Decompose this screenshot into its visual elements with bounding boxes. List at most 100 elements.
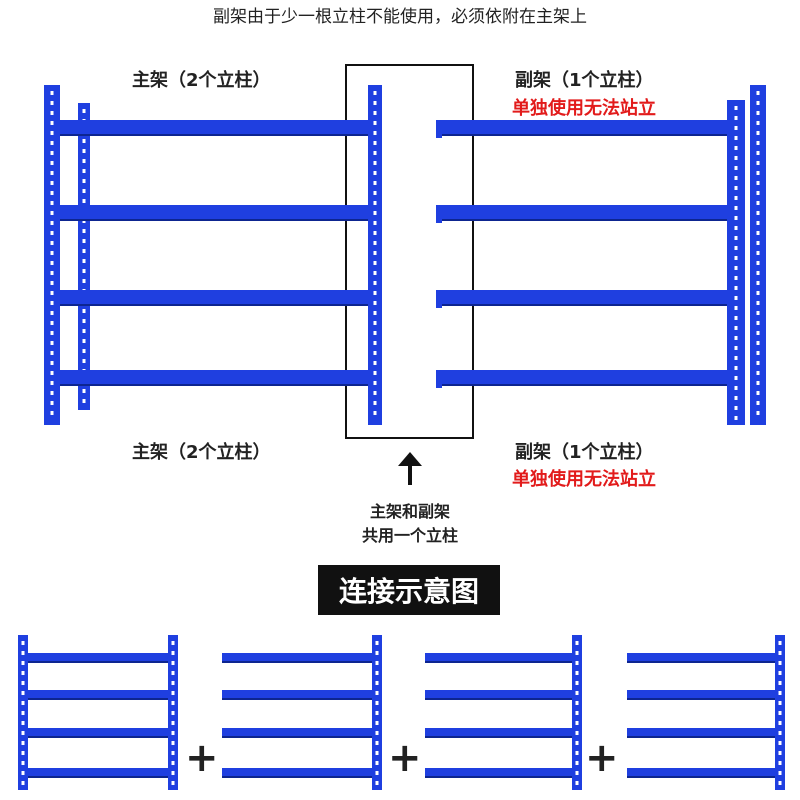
upright-hole xyxy=(734,256,738,260)
upright-hole xyxy=(778,691,782,695)
upright-hole xyxy=(82,149,86,153)
main-frame-label-top: 主架（2个立柱） xyxy=(132,70,271,91)
shelf-beam xyxy=(60,290,368,304)
upright-hole xyxy=(756,111,760,115)
upright-hole xyxy=(756,251,760,255)
shared-note-line2: 共用一个立柱 xyxy=(361,526,459,545)
upright-hole xyxy=(373,111,377,115)
upright-hole xyxy=(575,681,579,685)
shelf-beam xyxy=(60,370,368,384)
upright-hole xyxy=(21,661,25,665)
shelf-beam-shadow xyxy=(222,661,372,663)
upright-hole xyxy=(50,401,54,405)
upright-hole xyxy=(375,661,379,665)
upright-hole xyxy=(778,681,782,685)
upright-hole xyxy=(50,91,54,95)
upright-hole xyxy=(375,771,379,775)
upright-hole xyxy=(373,311,377,315)
upright-hole xyxy=(734,326,738,330)
upright-hole xyxy=(82,239,86,243)
sub-frame-warning-bottom: 单独使用无法站立 xyxy=(512,469,656,490)
upright-hole xyxy=(375,741,379,745)
shelf-beam-shadow xyxy=(425,776,572,778)
upright-hole xyxy=(373,281,377,285)
upright-hole xyxy=(50,111,54,115)
upright-hole xyxy=(82,249,86,253)
shelf-beam xyxy=(222,728,372,736)
plus-sign: + xyxy=(185,735,219,781)
upright-hole xyxy=(375,681,379,685)
upright-hole xyxy=(756,381,760,385)
shelf-beam xyxy=(627,690,775,698)
upright-hole xyxy=(734,396,738,400)
upright-hole xyxy=(50,331,54,335)
upright-hole xyxy=(734,346,738,350)
shelf-beam-shadow xyxy=(60,304,368,306)
upright-hole xyxy=(734,306,738,310)
upright-hole xyxy=(50,311,54,315)
upright-hole xyxy=(734,216,738,220)
upright-hole xyxy=(756,361,760,365)
upright-hole xyxy=(734,316,738,320)
upright-hole xyxy=(50,271,54,275)
upright-hole xyxy=(82,339,86,343)
shelf-beam-shadow xyxy=(222,698,372,700)
upright-hole xyxy=(50,321,54,325)
shelf-beam-shadow xyxy=(442,219,727,221)
upright-hole xyxy=(50,161,54,165)
upright-hole xyxy=(756,261,760,265)
shelf-beam-shadow xyxy=(442,384,727,386)
upright-hole xyxy=(82,109,86,113)
plus-sign: + xyxy=(585,735,619,781)
upright-hole xyxy=(21,721,25,725)
shelf-beam-shadow xyxy=(28,736,168,738)
upright-hole xyxy=(373,131,377,135)
beam-hook xyxy=(436,205,442,223)
upright-hole xyxy=(734,416,738,420)
upright-hole xyxy=(756,171,760,175)
upright-hole xyxy=(575,661,579,665)
upright-hole xyxy=(50,291,54,295)
upright-hole xyxy=(575,731,579,735)
upright-hole xyxy=(373,361,377,365)
upright-hole xyxy=(373,321,377,325)
shelf-beam-shadow xyxy=(425,661,572,663)
upright-hole xyxy=(756,341,760,345)
shelf-beam-shadow xyxy=(627,661,775,663)
upright-hole xyxy=(50,351,54,355)
upright-hole xyxy=(373,141,377,145)
upright-hole xyxy=(734,116,738,120)
shelf-beam-shadow xyxy=(60,219,368,221)
upright-hole xyxy=(575,761,579,765)
upright-hole xyxy=(82,229,86,233)
upright-hole xyxy=(50,381,54,385)
upright-hole xyxy=(756,351,760,355)
shelf-beam-shadow xyxy=(60,384,368,386)
shelf-beam xyxy=(222,768,372,776)
upright-hole xyxy=(734,166,738,170)
upright-hole xyxy=(21,641,25,645)
beam-hook xyxy=(436,120,442,138)
upright-hole xyxy=(778,701,782,705)
upright-hole xyxy=(50,151,54,155)
upright-hole xyxy=(734,106,738,110)
shelf-beam xyxy=(28,768,168,776)
upright-hole xyxy=(171,691,175,695)
shelf-beam xyxy=(442,205,727,219)
upright-hole xyxy=(50,391,54,395)
upright-hole xyxy=(756,231,760,235)
shelf-beam xyxy=(425,653,572,661)
upright-hole xyxy=(756,201,760,205)
upright-hole xyxy=(756,131,760,135)
shelf-beam-shadow xyxy=(28,661,168,663)
upright-hole xyxy=(375,651,379,655)
shelf-beam-shadow xyxy=(627,698,775,700)
shelf-beam xyxy=(442,120,727,134)
upright-hole xyxy=(756,191,760,195)
upright-hole xyxy=(50,191,54,195)
upright-hole xyxy=(756,141,760,145)
upright-hole xyxy=(50,211,54,215)
upright-hole xyxy=(171,681,175,685)
upright-hole xyxy=(21,731,25,735)
